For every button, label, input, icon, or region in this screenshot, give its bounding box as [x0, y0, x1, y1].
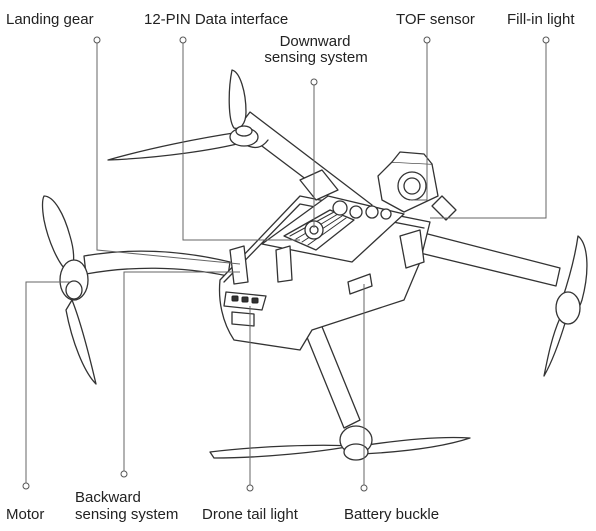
label-backward-sensing-line1: Backward [75, 489, 141, 506]
leader-dots [22, 36, 550, 492]
label-downward-sensing-line2: sensing system [264, 49, 368, 66]
label-drone-tail-light: Drone tail light [202, 506, 298, 523]
label-downward-sensing-line1: Downward [279, 33, 351, 50]
label-fill-in-light: Fill-in light [507, 11, 575, 28]
label-backward-sensing-line2: sensing system [75, 506, 179, 523]
label-landing-gear: Landing gear [6, 11, 94, 28]
leader-lines [25, 40, 547, 488]
label-data-interface: 12-PIN Data interface [144, 11, 289, 28]
tail-light-drawing [223, 291, 267, 327]
label-battery-buckle: Battery buckle [344, 506, 440, 523]
drone-body-drawing [41, 69, 588, 461]
label-tof-sensor: TOF sensor [396, 11, 475, 28]
label-motor: Motor [6, 506, 45, 523]
